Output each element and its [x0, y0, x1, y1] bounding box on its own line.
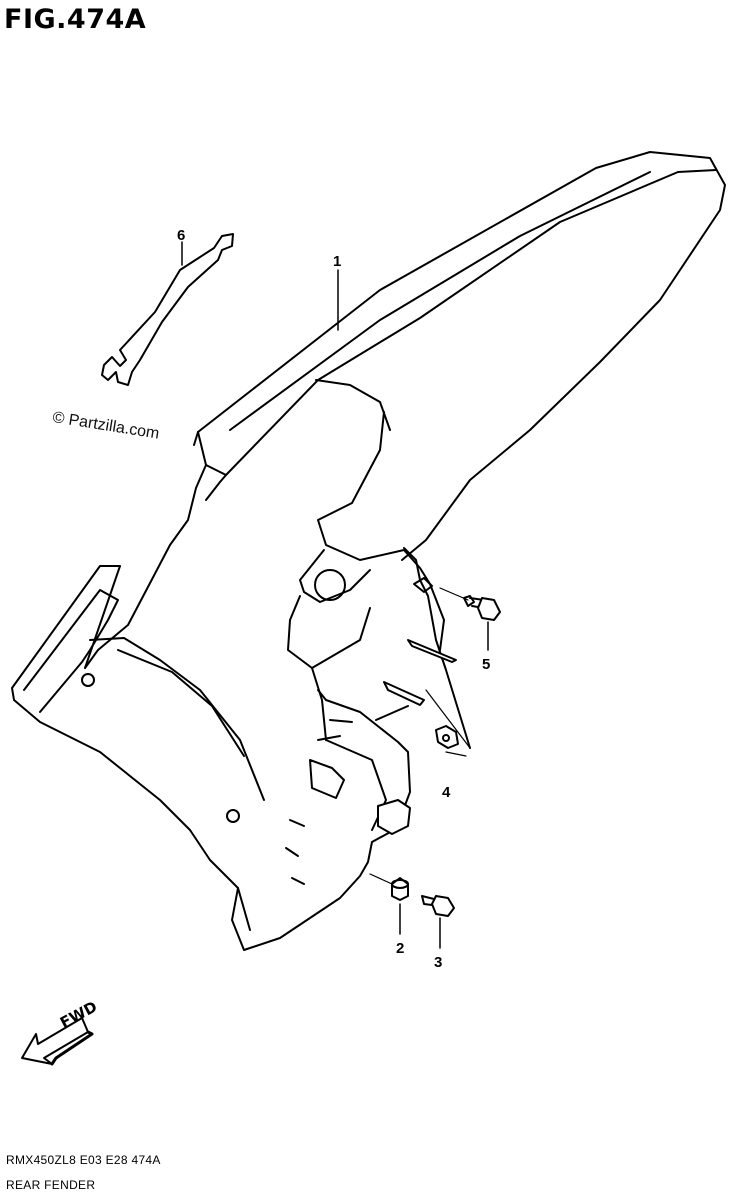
- part-2-collar[interactable]: [370, 874, 408, 934]
- callout-2[interactable]: 2: [396, 940, 405, 957]
- callout-4[interactable]: 4: [442, 784, 451, 801]
- callout-3[interactable]: 3: [434, 954, 443, 971]
- part-3-bolt[interactable]: [422, 896, 454, 948]
- footer-part-name: REAR FENDER: [6, 1178, 96, 1192]
- part-1-rear-fender[interactable]: [12, 152, 725, 950]
- footer-model-code: RMX450ZL8 E03 E28 474A: [6, 1153, 161, 1167]
- callout-1[interactable]: 1: [333, 253, 342, 270]
- callout-6[interactable]: 6: [177, 227, 186, 244]
- part-5-bolt[interactable]: [440, 588, 500, 650]
- callout-5[interactable]: 5: [482, 656, 491, 673]
- fwd-arrow-icon: [22, 1018, 92, 1064]
- figure-title: FIG.474A: [4, 4, 147, 35]
- part-6-wrench[interactable]: [102, 234, 233, 385]
- part-4-nut[interactable]: [426, 690, 470, 756]
